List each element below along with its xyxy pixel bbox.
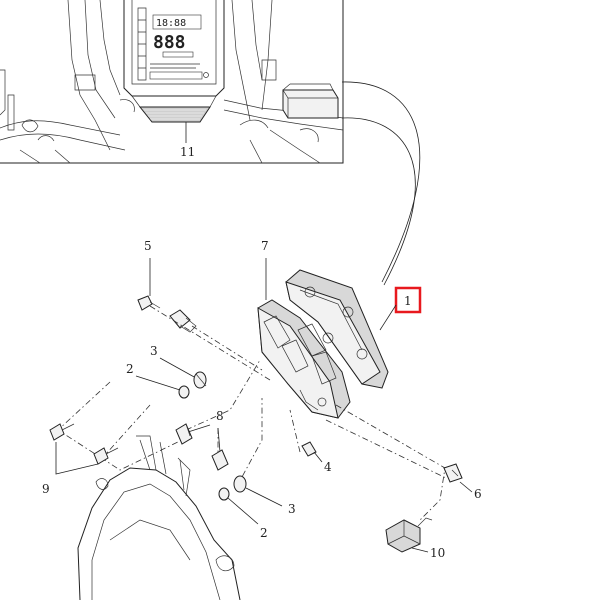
- callout-1-highlight: [394, 286, 422, 314]
- callout-10: 10: [430, 546, 445, 560]
- connector-icon: [385, 519, 421, 553]
- meter-visor-part-11: 11: [131, 95, 217, 159]
- inset-frame: [0, 0, 344, 164]
- callout-5: 5: [144, 239, 152, 253]
- leader-8a: [187, 424, 211, 433]
- assembly-line-c: [57, 381, 183, 471]
- clip-icon-6: [443, 463, 463, 483]
- connector-part-10: 10: [385, 517, 445, 560]
- right-handlebar-structure: [223, 0, 344, 164]
- clip-part-6: 6: [443, 463, 482, 501]
- assembly-line-a: [149, 305, 271, 381]
- leader-inset-to-part1-b: [341, 117, 416, 286]
- assembly-line-j: [335, 404, 446, 521]
- assembly-line-g: [235, 398, 263, 489]
- callout-1: 1: [404, 294, 412, 308]
- clip-icon: [301, 441, 317, 457]
- collar-part-2-lower: 2: [218, 487, 268, 540]
- assembly-line-h: [289, 409, 301, 453]
- leader-10: [411, 547, 429, 553]
- grommet-icon: [193, 371, 207, 389]
- leader-3-upper: [159, 357, 197, 379]
- assembly-line-b: [191, 325, 263, 371]
- instrument-meter: 18:88 888: [123, 0, 225, 97]
- inset-connector: [282, 83, 339, 119]
- bolt-part-5: 5: [137, 239, 161, 311]
- callout-1-group: 1: [379, 286, 422, 331]
- bolt-icon-9b: [93, 447, 109, 465]
- left-handlebar-structure: [0, 0, 135, 164]
- callout-6: 6: [474, 487, 482, 501]
- leader-9: [55, 442, 99, 475]
- callout-9: 9: [42, 482, 50, 496]
- stay-part-7: [257, 299, 351, 419]
- collar-part-8: 8: [175, 409, 229, 471]
- screw-part-4: 4: [301, 441, 332, 474]
- callout-7: 7: [261, 239, 269, 253]
- assembly-line-i: [325, 419, 447, 479]
- callout-2-lower: 2: [260, 526, 268, 540]
- callout-3-lower: 3: [288, 502, 296, 516]
- leader-6: [459, 481, 473, 493]
- callout-11: 11: [180, 145, 195, 159]
- leader-4: [313, 451, 323, 463]
- assembly-line-d: [104, 404, 151, 456]
- grommet-part-3-upper: 3: [150, 344, 207, 389]
- collar-upper: [169, 309, 197, 333]
- bolt-part-9: 9: [42, 423, 119, 496]
- callout-8: 8: [216, 409, 224, 423]
- grommet-part-3-lower: 3: [233, 475, 296, 516]
- leader-8b: [217, 427, 221, 453]
- front-cowl: [77, 435, 241, 600]
- callout-2-upper: 2: [126, 362, 134, 376]
- leader-3-lower: [245, 487, 283, 507]
- callout-3-upper: 3: [150, 344, 158, 358]
- meter-speed-readout: 888: [153, 32, 186, 53]
- assembly-line-e: [185, 359, 261, 431]
- leader-2-upper: [135, 375, 181, 391]
- leader-1: [379, 304, 397, 331]
- collar-part-2-upper: 2: [126, 362, 190, 399]
- callout-4: 4: [324, 460, 332, 474]
- meter-time-readout: 18:88: [156, 18, 186, 29]
- cockpit-inset: 18:88 888 11: [0, 0, 344, 164]
- bolt-icon-9a: [49, 423, 65, 441]
- bracket-part-1: [285, 269, 389, 389]
- leader-2-lower: [227, 497, 259, 525]
- collar-icon: [169, 309, 191, 329]
- bolt-icon: [137, 295, 153, 311]
- leader-inset-to-part1: [341, 81, 421, 283]
